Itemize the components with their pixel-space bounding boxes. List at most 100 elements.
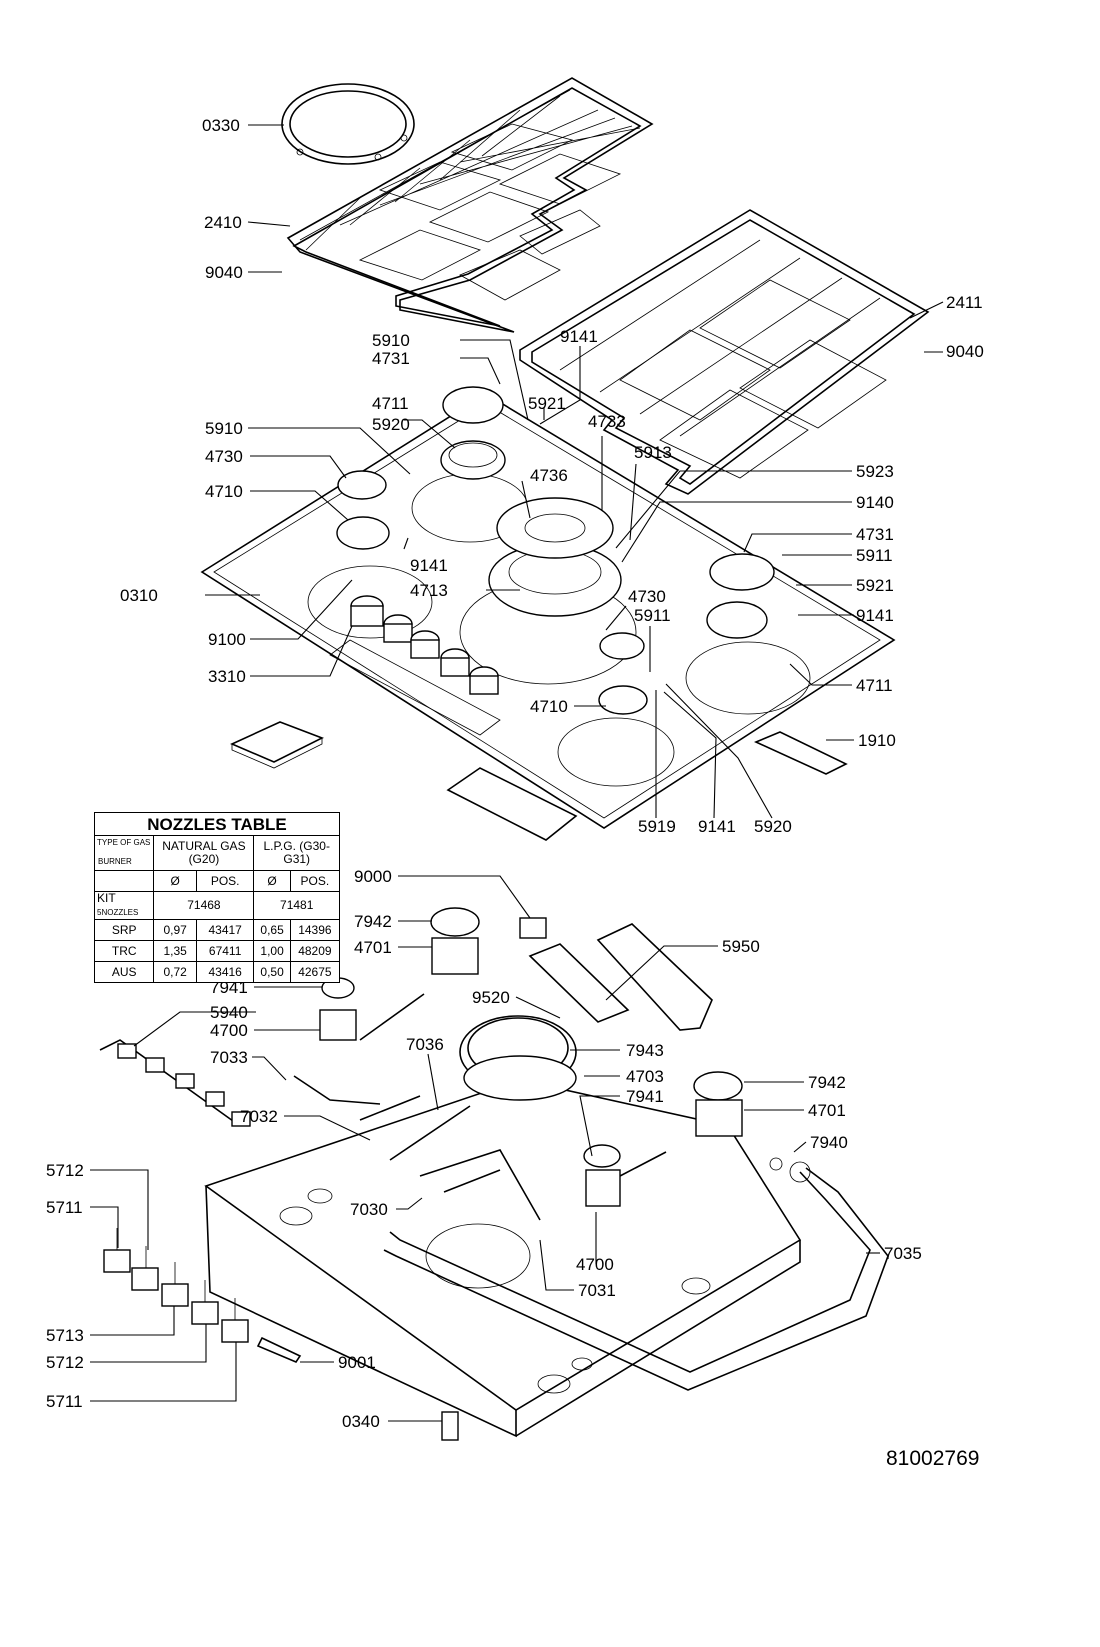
callout-9040: 9040 bbox=[205, 263, 243, 282]
callout-5910: 5910 bbox=[372, 331, 410, 350]
callout-5711: 5711 bbox=[46, 1392, 83, 1411]
burner-cell: TRC bbox=[93, 940, 155, 962]
lpg-pos-cell: 42675 bbox=[289, 961, 341, 983]
callout-7942: 7942 bbox=[808, 1073, 846, 1092]
callout-7036: 7036 bbox=[406, 1035, 444, 1054]
callout-4711: 4711 bbox=[856, 676, 893, 695]
callout-5712: 5712 bbox=[46, 1161, 84, 1180]
document-number: 81002769 bbox=[886, 1447, 979, 1470]
callout-5713: 5713 bbox=[46, 1326, 84, 1345]
callout-1910: 1910 bbox=[858, 731, 896, 750]
leader-lines bbox=[90, 124, 944, 1422]
callout-7943: 7943 bbox=[626, 1041, 664, 1060]
callout-7942: 7942 bbox=[354, 912, 392, 931]
callout-0330: 0330 bbox=[202, 116, 240, 135]
callout-9000: 9000 bbox=[354, 867, 392, 886]
valves bbox=[319, 907, 743, 1207]
callout-5711: 5711 bbox=[46, 1198, 83, 1217]
control-knobs bbox=[350, 595, 499, 695]
callout-9141: 9141 bbox=[560, 327, 598, 346]
gasket-strip-1910 bbox=[754, 731, 848, 775]
callout-9141: 9141 bbox=[410, 556, 448, 575]
callout-7035: 7035 bbox=[884, 1244, 922, 1263]
bracket-0340 bbox=[441, 1411, 459, 1441]
table-row: AUS 0,72 43416 0,50 42675 bbox=[93, 961, 341, 983]
ng-pos-cell: 43416 bbox=[195, 961, 255, 983]
kit-label-cell: KIT 5NOZZLES bbox=[93, 891, 155, 920]
lpg-pos-cell: 48209 bbox=[289, 940, 341, 962]
callout-5921: 5921 bbox=[856, 576, 894, 595]
callout-9040: 9040 bbox=[946, 342, 984, 361]
nozzles-table-title: NOZZLES TABLE bbox=[94, 812, 340, 836]
callout-5921: 5921 bbox=[528, 394, 566, 413]
ng-pos-header: POS. bbox=[195, 870, 255, 892]
nozzles-table: NOZZLES TABLE TYPE OF GAS BURNER NATURAL… bbox=[93, 812, 341, 983]
burner-ring-0330 bbox=[281, 83, 415, 165]
callout-4711: 4711 bbox=[372, 394, 409, 413]
gas-taps-571x bbox=[103, 1228, 249, 1343]
callout-5712: 5712 bbox=[46, 1353, 84, 1372]
callout-4700: 4700 bbox=[576, 1255, 614, 1274]
pan-support-left bbox=[286, 77, 654, 333]
ignition-module-5950 bbox=[528, 923, 713, 1031]
callout-9141: 9141 bbox=[856, 606, 894, 625]
lpg-pos-cell: 14396 bbox=[289, 919, 341, 941]
type-of-gas-label: TYPE OF GAS bbox=[97, 838, 151, 847]
callout-7941: 7941 bbox=[626, 1087, 664, 1106]
callout-5910: 5910 bbox=[205, 419, 243, 438]
callout-5913: 5913 bbox=[634, 443, 672, 462]
kit-lpg-cell: 71481 bbox=[253, 891, 340, 920]
callout-4710: 4710 bbox=[530, 697, 568, 716]
callout-2410: 2410 bbox=[204, 213, 242, 232]
callout-9140: 9140 bbox=[856, 493, 894, 512]
callout-7031: 7031 bbox=[578, 1281, 616, 1300]
callout-4731: 4731 bbox=[856, 525, 894, 544]
callout-9001: 9001 bbox=[338, 1353, 376, 1372]
lpg-header: L.P.G. (G30-G31) bbox=[253, 835, 340, 871]
pipes bbox=[293, 993, 811, 1221]
callout-5911: 5911 bbox=[634, 606, 671, 625]
ng-diameter-cell: 0,72 bbox=[153, 961, 197, 983]
ng-diameter-cell: 1,35 bbox=[153, 940, 197, 962]
gas-manifold-7035 bbox=[383, 1167, 889, 1391]
callout-4713: 4713 bbox=[410, 581, 448, 600]
callout-7940: 7940 bbox=[810, 1133, 848, 1152]
callout-7030: 7030 bbox=[350, 1200, 388, 1219]
callout-9520: 9520 bbox=[472, 988, 510, 1007]
callout-5911: 5911 bbox=[856, 546, 893, 565]
callout-4700: 4700 bbox=[210, 1021, 248, 1040]
callout-7033: 7033 bbox=[210, 1048, 248, 1067]
callout-labels: 0330 2410 9040 2411 9040 5910 4731 9141 … bbox=[46, 116, 984, 1470]
callout-5920: 5920 bbox=[372, 415, 410, 434]
table-row: SRP 0,97 43417 0,65 14396 bbox=[93, 919, 341, 941]
callout-5919: 5919 bbox=[638, 817, 676, 836]
ng-pos-cell: 43417 bbox=[195, 919, 255, 941]
electrode-harness-5940 bbox=[99, 1039, 251, 1127]
callout-5950: 5950 bbox=[722, 937, 760, 956]
callout-7032: 7032 bbox=[240, 1107, 278, 1126]
callout-9141: 9141 bbox=[698, 817, 736, 836]
burner-heads bbox=[336, 386, 775, 715]
lpg-diameter-header: Ø bbox=[253, 870, 291, 892]
callout-4703: 4703 bbox=[626, 1067, 664, 1086]
callout-4710: 4710 bbox=[205, 482, 243, 501]
callout-4730: 4730 bbox=[628, 587, 666, 606]
table-row: TRC 1,35 67411 1,00 48209 bbox=[93, 940, 341, 962]
callout-5920: 5920 bbox=[754, 817, 792, 836]
lpg-diameter-cell: 0,50 bbox=[253, 961, 291, 983]
thermocouple-9001 bbox=[256, 1336, 302, 1363]
callout-4736: 4736 bbox=[530, 466, 568, 485]
callout-9100: 9100 bbox=[208, 630, 246, 649]
wok-burner-4703 bbox=[459, 1015, 577, 1101]
callout-4731: 4731 bbox=[372, 349, 410, 368]
ng-diameter-header: Ø bbox=[153, 870, 197, 892]
base-tray bbox=[204, 1079, 802, 1438]
blank-cell bbox=[93, 870, 155, 892]
callout-5923: 5923 bbox=[856, 462, 894, 481]
callout-4733: 4733 bbox=[588, 412, 626, 431]
lpg-diameter-cell: 1,00 bbox=[253, 940, 291, 962]
kit-natural-cell: 71468 bbox=[153, 891, 255, 920]
callout-2411: 2411 bbox=[946, 293, 983, 312]
ng-pos-cell: 67411 bbox=[195, 940, 255, 962]
